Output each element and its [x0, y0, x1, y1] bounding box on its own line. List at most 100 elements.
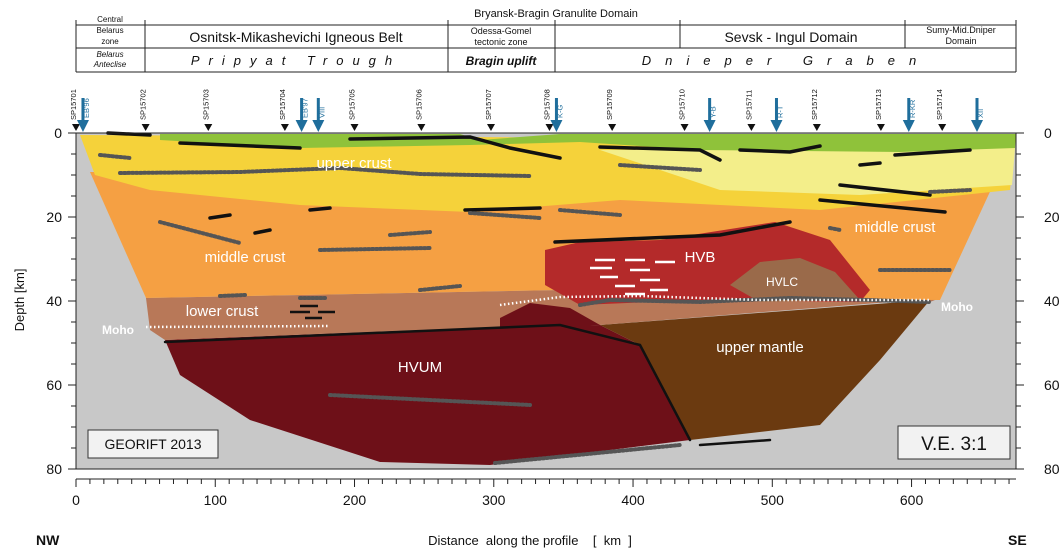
shot-point-marker: [72, 124, 80, 131]
shot-point-label: SP15704: [278, 89, 287, 120]
x-tick-label: 100: [204, 492, 228, 508]
x-tick-label: 600: [900, 492, 924, 508]
shot-point-marker: [350, 124, 359, 131]
crossing-arrow: R-T: [770, 98, 784, 132]
geology-layers: [80, 134, 1016, 465]
shot-point-label: SP15707: [484, 89, 493, 120]
shot-point-label: SP15709: [605, 89, 614, 120]
x-tick-label: 0: [72, 492, 80, 508]
shot-point-marker: [938, 124, 947, 131]
crossing-arrow: R-KR: [902, 98, 917, 132]
shot-point: SP15705: [348, 89, 359, 131]
shot-point-label: SP15706: [414, 89, 423, 120]
crossing-arrow: Y-B: [703, 98, 718, 132]
y-tick-label-right: 80: [1044, 461, 1060, 477]
belarus-anteclise-label-2: Anteclise: [93, 60, 127, 69]
shot-point: SP15711: [744, 90, 756, 131]
shot-point-marker: [486, 124, 495, 131]
depth-axis-title: Depth [km]: [12, 269, 27, 332]
shot-point: SP15709: [605, 89, 617, 131]
shot-point-label: SP15705: [348, 89, 357, 120]
crossing-label: XII: [976, 109, 985, 118]
hvlc-region: [730, 258, 860, 302]
bryansk-domain-label: Bryansk-Bragin Granulite Domain: [474, 8, 638, 20]
crossing-arrow-head: [295, 120, 308, 132]
y-tick-label-left: 80: [46, 461, 62, 477]
shot-point-label: SP15701: [69, 89, 78, 120]
crossing-label: R-KR: [908, 99, 917, 118]
crossing-arrow: K-G: [550, 98, 564, 132]
crossing-arrow-head: [703, 120, 716, 132]
shot-point: SP15712: [810, 89, 821, 131]
y-tick-label-left: 20: [46, 209, 62, 225]
crossing-arrow-head: [550, 120, 563, 132]
shot-point: SP15706: [414, 89, 426, 131]
shot-point-label: SP15713: [874, 89, 883, 120]
middle-crust-right-label: middle crust: [855, 219, 937, 236]
central-belarus-label-3: zone: [101, 37, 119, 46]
y-tick-label-right: 40: [1044, 293, 1060, 309]
shot-point-marker: [141, 124, 150, 131]
y-tick-label-left: 40: [46, 293, 62, 309]
georift-box: [87, 429, 219, 459]
moho-right-label: Moho: [941, 300, 973, 314]
shot-point-marker: [747, 124, 756, 131]
shot-point-marker: [876, 124, 885, 131]
ve-box: [897, 425, 1011, 460]
shot-point: SP15702: [139, 89, 150, 131]
dnieper-graben-label: Dnieper Graben: [642, 53, 931, 68]
shot-points: SP15701 SP15702 SP15703 SP15704 SP15705 SP157…: [69, 89, 947, 131]
central-belarus-label-1: Central: [97, 15, 123, 24]
central-belarus-label-2: Belarus: [96, 26, 123, 35]
shot-point: SP15707: [484, 89, 495, 131]
shot-point-label: SP15703: [201, 89, 210, 120]
crossing-arrow-head: [971, 120, 984, 132]
x-tick-label: 300: [482, 492, 506, 508]
shot-point-marker: [812, 124, 821, 131]
crossing-arrow-head: [76, 120, 89, 132]
upper-crust-label: upper crust: [316, 155, 392, 172]
crossing-profiles: EB'96 EB'97 VIII K-G Y-B R-T R-KR XII: [76, 98, 985, 132]
hvlc-label: HVLC: [766, 275, 798, 289]
y-tick-label-left: 0: [54, 125, 62, 141]
crossing-label: EB'97: [301, 98, 310, 118]
y-tick-label-right: 60: [1044, 377, 1060, 393]
lower-crust-label: lower crust: [186, 303, 259, 320]
crossing-label: K-G: [555, 105, 564, 119]
shot-point-marker: [680, 124, 689, 131]
shot-point: SP15701: [69, 89, 80, 131]
bragin-bulge: [500, 303, 600, 330]
x-tick-label: 200: [343, 492, 367, 508]
nw-label: NW: [36, 532, 60, 548]
crossing-arrow-head: [770, 120, 783, 132]
upper-crust-light-region: [600, 148, 1015, 195]
shot-point-label: SP15714: [935, 89, 944, 120]
shot-point: SP15713: [874, 89, 885, 131]
hvum-label: HVUM: [398, 359, 442, 376]
shot-point-marker: [204, 124, 213, 131]
shot-point-marker: [417, 124, 426, 131]
crossing-arrow: VIII: [312, 98, 326, 132]
crossing-label: EB'96: [82, 98, 91, 118]
crossing-label: VIII: [317, 107, 326, 118]
domain-header: [75, 20, 1017, 73]
x-tick-label: 500: [761, 492, 785, 508]
hvb-label: HVB: [685, 249, 716, 266]
shot-point: SP15703: [201, 89, 213, 131]
shot-point-label: SP15711: [744, 90, 753, 120]
se-label: SE: [1008, 532, 1027, 548]
shot-point: SP15714: [935, 89, 947, 131]
belarus-anteclise-label-1: Belarus: [96, 50, 123, 59]
shot-point-marker: [280, 124, 289, 131]
odessa-label-1: Odessa-Gomel: [471, 26, 532, 36]
odessa-label-2: tectonic zone: [474, 37, 527, 47]
hvum-region: [165, 325, 690, 465]
crossing-arrow-head: [312, 120, 325, 132]
y-tick-label-right: 20: [1044, 209, 1060, 225]
shot-point-label: SP15710: [678, 89, 687, 120]
ve-label: V.E. 3:1: [921, 434, 987, 455]
